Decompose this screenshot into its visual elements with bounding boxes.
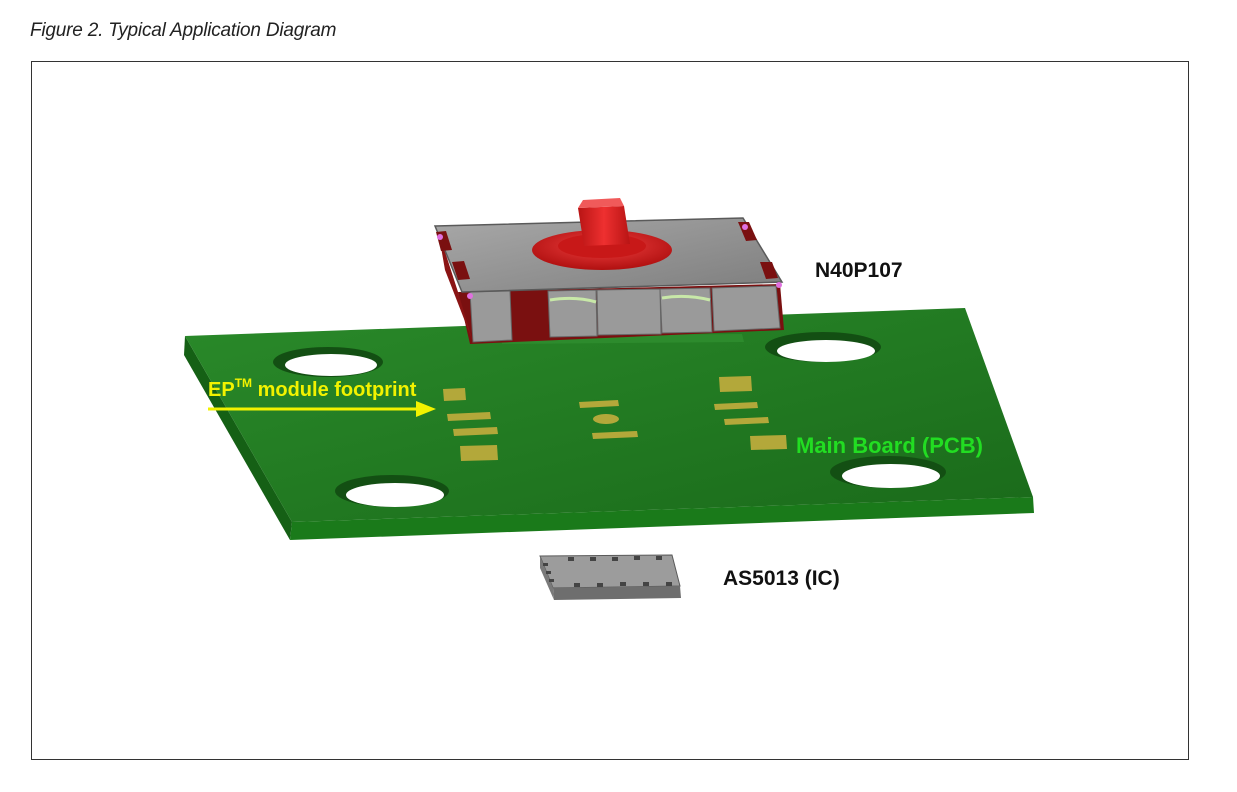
corner-pin	[467, 293, 473, 299]
diagram-frame	[31, 61, 1189, 760]
pcb-board	[184, 308, 1034, 540]
switch-springs	[549, 294, 711, 304]
ic-pins	[543, 556, 672, 587]
ic-pin	[656, 556, 662, 560]
label-footprint-prefix: EP	[208, 379, 235, 401]
ic-pin	[634, 556, 640, 560]
footprint-pad	[592, 431, 638, 439]
ic-pin	[643, 582, 649, 586]
mounting-hole-bottom-left-inner	[346, 483, 444, 507]
mounting-hole-bottom-right-inner	[842, 464, 940, 488]
switch-tab	[547, 289, 598, 338]
ic-pin	[590, 557, 596, 561]
ic-pin	[543, 563, 548, 566]
footprint-pad	[447, 412, 491, 421]
ic-left-side	[540, 556, 554, 600]
corner-pin	[742, 224, 748, 230]
switch-front-tabs	[469, 285, 781, 343]
figure-caption: Figure 2. Typical Application Diagram	[30, 20, 337, 41]
ic-pin	[574, 583, 580, 587]
switch-corner-pins	[437, 224, 782, 299]
mounting-hole-top-right-inner	[777, 340, 875, 362]
pcb-left-edge	[184, 336, 292, 540]
label-footprint-suffix: module footprint	[252, 379, 417, 401]
footprint-arrow	[208, 401, 436, 417]
mounting-hole-top-left-inner	[285, 354, 377, 376]
footprint-pad-center	[593, 414, 619, 424]
corner-pin	[776, 282, 782, 288]
ic-pin	[568, 557, 574, 561]
as5013-ic	[539, 554, 681, 600]
switch-knob-top	[578, 198, 624, 208]
ic-pin	[549, 579, 554, 582]
spring	[549, 296, 597, 304]
switch-knob-front	[578, 206, 630, 246]
label-footprint: EPTM module footprint	[208, 376, 416, 402]
corner-pin	[437, 234, 443, 240]
switch-tab	[596, 288, 662, 336]
ic-pin	[620, 582, 626, 586]
footprint-pad	[714, 402, 758, 410]
switch-left-wall	[438, 230, 473, 342]
label-main-board: Main Board (PCB)	[796, 433, 983, 458]
label-ic-part: AS5013 (IC)	[723, 567, 840, 590]
arrow-head	[416, 401, 436, 417]
label-footprint-trademark: TM	[234, 376, 253, 390]
ic-side	[553, 586, 681, 600]
mounting-holes	[273, 332, 946, 507]
corner-notch	[452, 261, 470, 280]
switch-tab	[711, 285, 781, 332]
footprint-pad	[719, 376, 752, 392]
ic-pin	[612, 557, 618, 561]
footprint-pad	[750, 435, 787, 450]
n40p107-switch	[433, 198, 784, 344]
label-switch-part: N40P107	[815, 259, 903, 282]
footprint-pad	[443, 388, 466, 401]
footprint-pad	[579, 400, 619, 408]
corner-notch	[760, 262, 778, 279]
switch-tab	[469, 290, 513, 343]
ic-pin	[546, 571, 551, 574]
footprint-pad	[453, 427, 498, 436]
footprint-pad	[724, 417, 769, 425]
switch-tab	[659, 287, 713, 334]
ic-pin	[666, 582, 672, 586]
footprint-pad	[460, 445, 498, 461]
spring	[661, 294, 711, 302]
ic-pin	[597, 583, 603, 587]
ep-module-footprint	[443, 376, 787, 461]
pcb-front-edge	[290, 497, 1034, 540]
